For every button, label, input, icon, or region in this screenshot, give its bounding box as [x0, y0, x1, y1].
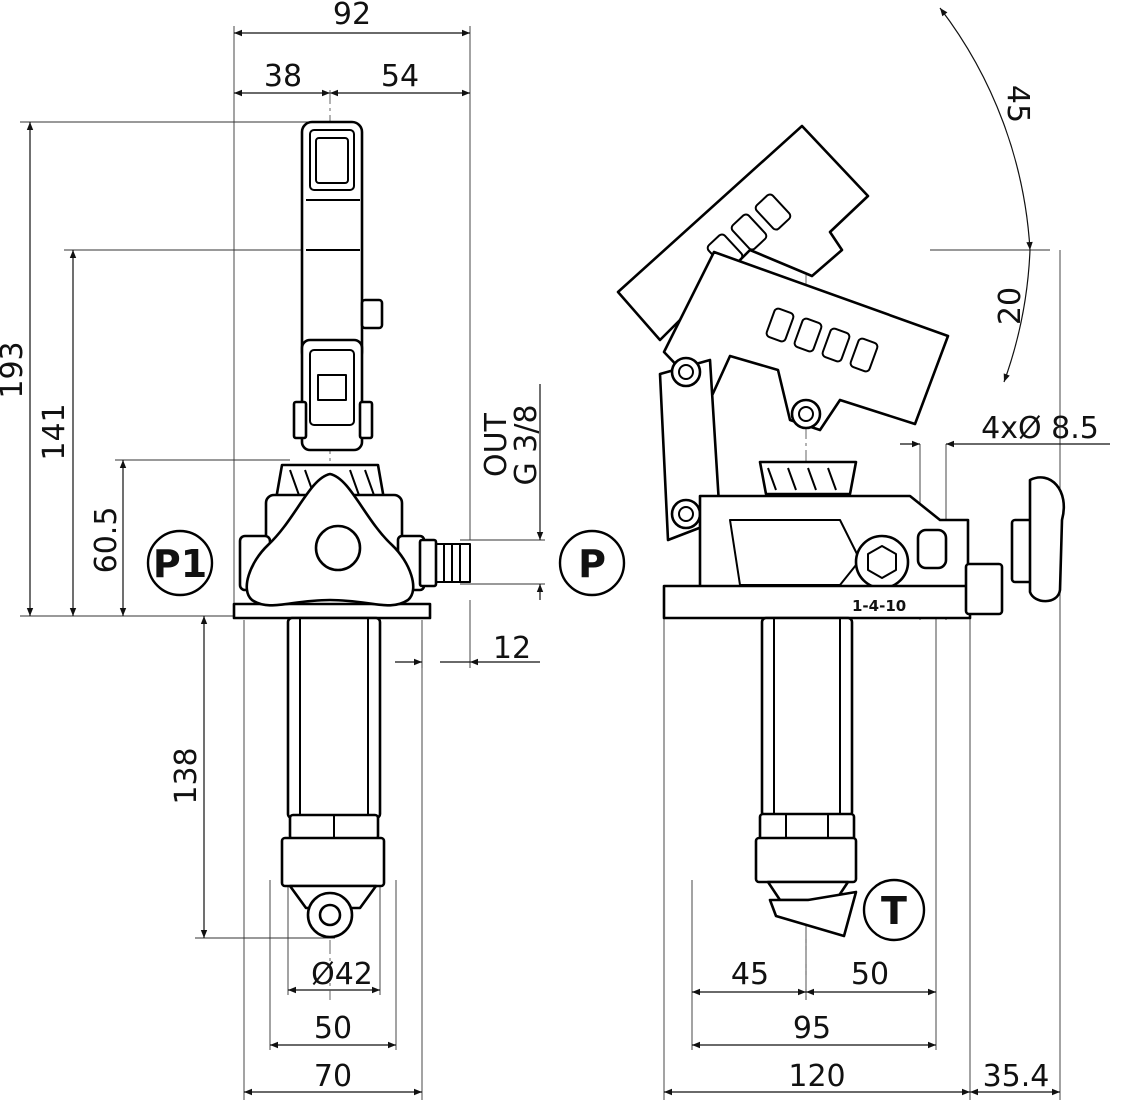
body-stamp: 1-4-10 — [852, 597, 906, 615]
dim-left-center-side: 45 — [731, 957, 769, 992]
dim-handle-angle-down: 20 — [993, 287, 1028, 325]
dim-handle-angle-up: 45 — [1000, 85, 1035, 123]
outlet-thread: G 3/8 — [509, 404, 544, 485]
dim-base-width-front: 70 — [314, 1059, 352, 1094]
dim-reservoir-length: 138 — [169, 747, 204, 804]
dim-height-outlet: 60.5 — [89, 507, 124, 574]
outlet-label: OUT — [479, 412, 514, 477]
dim-handle-offset-side: 35.4 — [983, 1059, 1050, 1094]
dim-center-right-side: 50 — [851, 957, 889, 992]
filler-cap-side — [768, 890, 858, 938]
dim-overall-width: 92 — [333, 0, 371, 32]
dim-handle-left: 38 — [264, 59, 302, 94]
svg-text:P1: P1 — [153, 542, 207, 586]
handle-lowered-position — [662, 250, 950, 432]
outlet-port — [418, 538, 438, 588]
dim-handle-right: 54 — [381, 59, 419, 94]
svg-text:P: P — [578, 542, 606, 586]
reservoir-tube — [286, 616, 382, 820]
release-knob-side — [1028, 476, 1065, 603]
side-view: 1-4-10 45 50 95 120 35.4 4xØ 8.5 45 20 T — [616, 7, 1110, 1100]
front-view: 92 38 54 193 141 60.5 138 Ø42 50 70 12 O… — [0, 0, 626, 1100]
dim-mount-width-front: 50 — [314, 1011, 352, 1046]
badge-p: P — [558, 529, 626, 597]
dim-overall-height: 193 — [0, 341, 30, 398]
dim-hole-spacing-side: 95 — [793, 1011, 831, 1046]
dim-height-pivot: 141 — [37, 403, 72, 460]
reservoir-tube-side — [760, 616, 854, 818]
svg-text:T: T — [881, 889, 907, 933]
base-plate — [662, 584, 972, 620]
dim-port-offset: 12 — [493, 631, 531, 666]
dim-base-length-side: 120 — [788, 1059, 845, 1094]
badge-p1: P1 — [146, 529, 214, 597]
badge-t: T — [862, 878, 926, 942]
dim-mounting-holes: 4xØ 8.5 — [981, 411, 1099, 446]
dim-reservoir-diameter: Ø42 — [311, 957, 373, 992]
